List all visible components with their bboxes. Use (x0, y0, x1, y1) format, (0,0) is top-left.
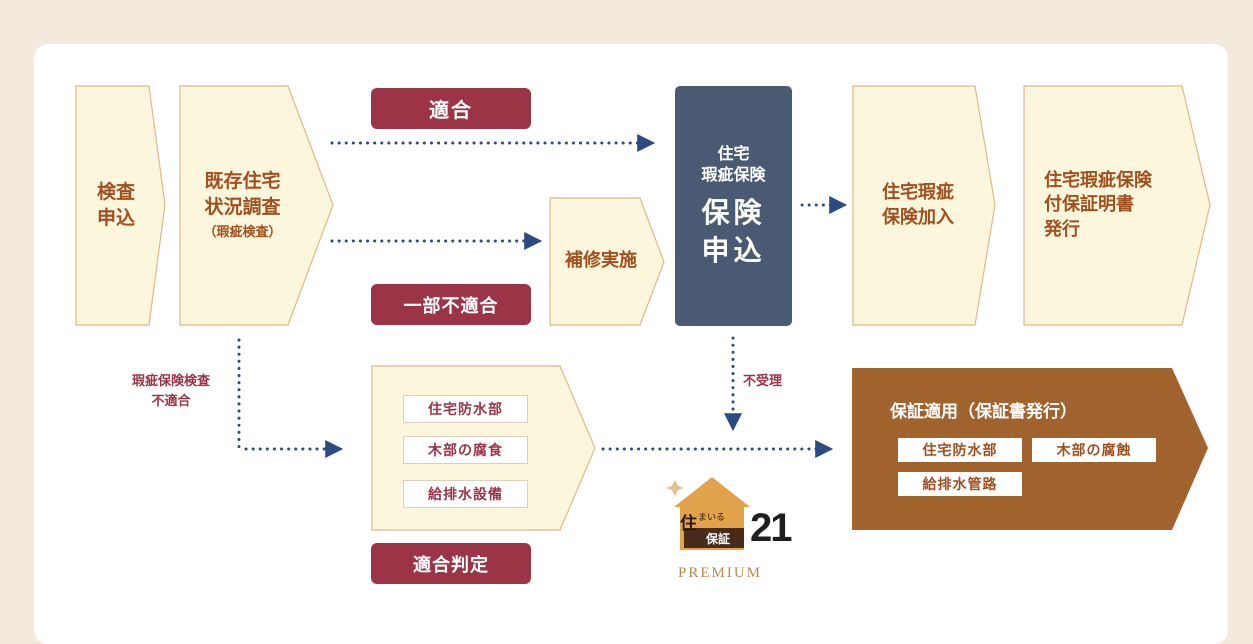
step-join: 住宅瑕疵 保険加入 (853, 86, 983, 325)
logo-premium: PREMIUM (678, 565, 763, 581)
check-item-wood-corrosion: 木部の腐食 (403, 436, 528, 464)
badge-judgement: 適合判定 (371, 543, 531, 584)
warranty-item-plumbing: 給排水管路 (898, 472, 1022, 496)
label-inspection-fail-line2: 不適合 (151, 394, 191, 410)
step-survey-line2: 状況調査 (204, 195, 281, 218)
step-certificate-line3: 発行 (1044, 218, 1080, 240)
step-inspection-apply: 検査 申込 (76, 86, 156, 325)
badge-partial-fail: 一部不適合 (371, 284, 531, 325)
warranty-title: 保証適用（保証書発行） (890, 402, 1077, 422)
step-survey-shape (179, 85, 334, 326)
step-insurance-apply: 住宅 瑕疵保険 保険 申込 (675, 86, 792, 326)
warranty-item-waterproof: 住宅防水部 (898, 438, 1022, 462)
step-repair-label: 補修実施 (565, 250, 637, 272)
logo-kana: まいる (698, 513, 726, 523)
step-join-line2: 保険加入 (882, 206, 954, 228)
step-repair-shape (549, 197, 665, 326)
logo-number: 21 (750, 506, 792, 550)
step-insurance-apply-line3: 保険 (701, 195, 766, 229)
step-insurance-apply-line2: 瑕疵保険 (701, 165, 766, 185)
label-inspection-fail-line1: 瑕疵保険検査 (131, 374, 210, 389)
step-certificate-shape (1023, 85, 1211, 326)
step-certificate-line2: 付保証明書 (1044, 194, 1134, 216)
label-not-accepted: 不受理 (743, 374, 783, 389)
check-item-plumbing: 給排水設備 (403, 480, 528, 508)
step-insurance-apply-line1: 住宅 (717, 143, 750, 163)
logo-house-icon (666, 477, 750, 550)
logo-kanji-top: 住 (680, 514, 697, 534)
label-inspection-fail: 瑕疵保険検査 不適合 (112, 372, 230, 412)
step-join-shape (852, 85, 996, 326)
check-item-waterproof: 住宅防水部 (403, 395, 528, 423)
step-inspection-apply-line2: 申込 (96, 206, 135, 229)
step-survey: 既存住宅 状況調査 （瑕疵検査） (180, 86, 305, 325)
warranty-item-wood-corrosion: 木部の腐蝕 (1032, 438, 1156, 462)
badge-pass: 適合 (371, 88, 531, 129)
step-inspection-apply-shape (75, 85, 166, 326)
step-survey-note: （瑕疵検査） (203, 225, 282, 241)
step-insurance-apply-shape (675, 86, 792, 326)
step-survey-line1: 既存住宅 (204, 170, 281, 193)
step-certificate-line1: 住宅瑕疵保険 (1044, 170, 1152, 192)
step-insurance-apply-line4: 申込 (701, 233, 766, 267)
step-certificate: 住宅瑕疵保険 付保証明書 発行 (1024, 86, 1194, 325)
logo-kanji-bottom: 保証 (706, 532, 731, 546)
step-inspection-apply-line1: 検査 (96, 180, 135, 203)
step-join-line1: 住宅瑕疵 (882, 182, 954, 204)
step-repair: 補修実施 (550, 198, 652, 325)
